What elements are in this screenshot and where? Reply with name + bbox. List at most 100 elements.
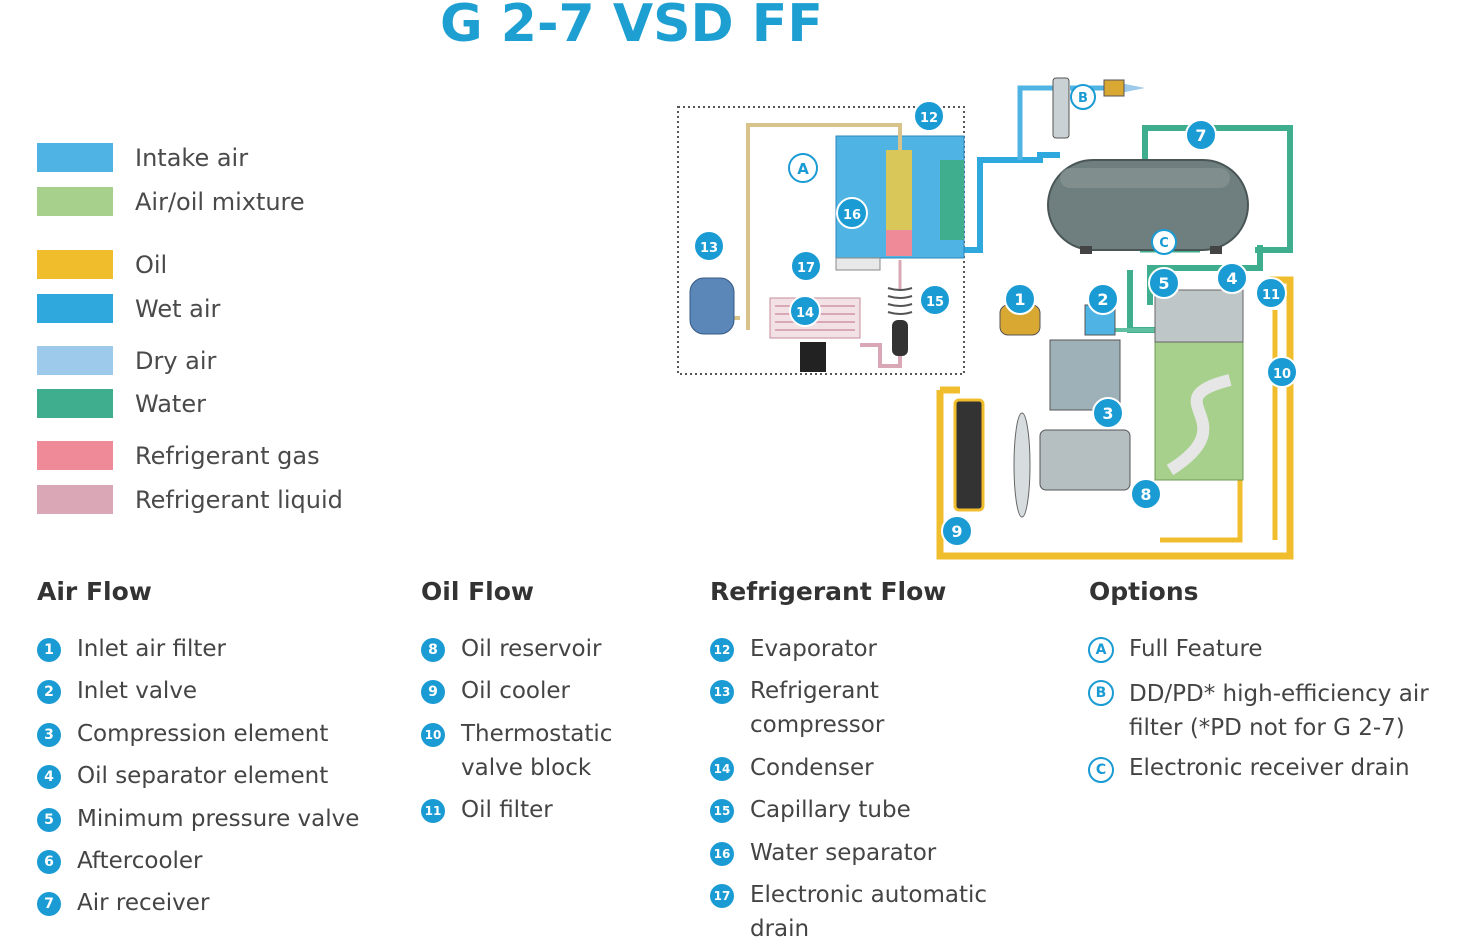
legend-item-label: Full Feature xyxy=(1129,636,1263,662)
svg-text:B: B xyxy=(1078,91,1088,106)
refrigerant-gas-line xyxy=(746,123,902,330)
number-badge: 15 xyxy=(710,799,734,823)
svg-text:13: 13 xyxy=(700,241,718,256)
legend-label: Intake air xyxy=(135,144,249,172)
legend-label: Water xyxy=(135,390,206,418)
svg-text:12: 12 xyxy=(920,111,938,126)
svg-text:A: A xyxy=(797,160,809,178)
legend-item-label: Oil reservoir xyxy=(461,636,602,662)
number-badge: 16 xyxy=(710,842,734,866)
legend-item-label: Oil cooler xyxy=(461,678,570,704)
badge-14: 14 xyxy=(789,295,821,327)
water-separator-section xyxy=(940,160,964,240)
legend-label: Wet air xyxy=(135,295,221,323)
legend-item-label: Aftercooler xyxy=(77,848,203,874)
wet-air-pipe xyxy=(963,152,1060,253)
legend-item-air-oil: Air/oil mixture xyxy=(37,184,437,216)
number-badge: 11 xyxy=(421,799,445,823)
section-title-options: Options xyxy=(1089,577,1199,606)
inline-filter xyxy=(1052,77,1070,139)
number-badge: 4 xyxy=(37,765,61,789)
separator-swirl xyxy=(1166,374,1232,476)
svg-text:2: 2 xyxy=(1097,290,1108,309)
legend-item-dry-air: Dry air xyxy=(37,343,437,375)
page-title: G 2-7 VSD FF xyxy=(440,0,823,54)
letter-badge: C xyxy=(1088,757,1114,783)
legend-item-refrigerant-liquid: Refrigerant liquid xyxy=(37,482,437,514)
letter-badge: B xyxy=(1088,680,1114,706)
legend-swatch xyxy=(37,143,113,172)
legend-item-label: Oil filter xyxy=(461,797,553,823)
legend-item-intake-air: Intake air xyxy=(37,140,437,172)
legend-item-label: Electronic receiver drain xyxy=(1129,755,1410,781)
refrigerant-chamber xyxy=(886,230,912,256)
svg-text:7: 7 xyxy=(1195,126,1206,145)
badge-C: C xyxy=(1151,229,1177,255)
dry-air-pipe xyxy=(1017,85,1062,160)
accumulator xyxy=(892,320,908,356)
badge-17: 17 xyxy=(790,250,822,282)
badge-B: B xyxy=(1070,84,1096,110)
oil-loop-pipe xyxy=(936,276,1294,560)
badge-8: 8 xyxy=(1130,478,1162,510)
svg-text:8: 8 xyxy=(1140,485,1151,504)
section-title-oil-flow: Oil Flow xyxy=(421,577,535,606)
badge-12: 12 xyxy=(913,100,945,132)
capillary-tube-coil xyxy=(887,287,913,315)
legend-label: Oil xyxy=(135,251,168,279)
refrigerant-liquid-line xyxy=(860,340,902,368)
legend-swatch xyxy=(37,187,113,216)
badge-5: 5 xyxy=(1148,267,1180,299)
legend-item-label-cont: valve block xyxy=(461,755,592,781)
legend-label: Refrigerant gas xyxy=(135,442,320,470)
cooling-fan xyxy=(1013,412,1031,518)
refrigerant-compressor xyxy=(689,277,735,335)
svg-text:4: 4 xyxy=(1226,269,1237,288)
number-badge: 13 xyxy=(710,680,734,704)
dryer-boundary xyxy=(677,106,965,375)
legend-label: Refrigerant liquid xyxy=(135,486,343,514)
number-badge: 7 xyxy=(37,892,61,916)
badge-16: 16 xyxy=(836,197,868,229)
legend-item-label-cont: filter (*PD not for G 2-7) xyxy=(1129,715,1405,741)
legend-swatch xyxy=(37,346,113,375)
motor xyxy=(1039,429,1131,491)
badge-13: 13 xyxy=(693,230,725,262)
number-badge: 10 xyxy=(421,723,445,747)
legend-item-label: Oil separator element xyxy=(77,763,329,789)
legend-item-label: Inlet valve xyxy=(77,678,198,704)
number-badge: 12 xyxy=(710,638,734,662)
legend-item-label: DD/PD* high-efficiency air xyxy=(1129,681,1429,707)
legend-swatch xyxy=(37,250,113,279)
badge-9: 9 xyxy=(941,515,973,547)
legend-item-label-cont: drain xyxy=(750,916,810,942)
section-title-refrigerant-flow: Refrigerant Flow xyxy=(710,577,947,606)
legend-swatch xyxy=(37,485,113,514)
legend-item-label: Air receiver xyxy=(77,890,210,916)
badge-15: 15 xyxy=(919,284,951,316)
number-badge: 8 xyxy=(421,638,445,662)
legend-item-label: Water separator xyxy=(750,840,937,866)
oil-cooler xyxy=(953,398,985,512)
legend-item-label: Minimum pressure valve xyxy=(77,806,360,832)
svg-text:10: 10 xyxy=(1273,367,1291,382)
number-badge: 1 xyxy=(37,638,61,662)
legend-item-oil: Oil xyxy=(37,247,437,279)
badge-11: 11 xyxy=(1255,277,1287,309)
badge-A: A xyxy=(788,153,818,183)
svg-text:17: 17 xyxy=(797,261,815,276)
number-badge: 5 xyxy=(37,808,61,832)
legend-item-wet-air: Wet air xyxy=(37,291,437,323)
separator-head xyxy=(1154,289,1244,343)
svg-text:16: 16 xyxy=(843,208,861,223)
number-badge: 17 xyxy=(710,884,734,908)
svg-text:5: 5 xyxy=(1158,274,1169,293)
number-badge: 3 xyxy=(37,723,61,747)
number-badge: 9 xyxy=(421,680,445,704)
svg-text:14: 14 xyxy=(796,306,814,321)
svg-text:9: 9 xyxy=(951,522,962,541)
number-badge: 2 xyxy=(37,680,61,704)
badge-10: 10 xyxy=(1266,356,1298,388)
legend-item-label: Capillary tube xyxy=(750,797,911,823)
